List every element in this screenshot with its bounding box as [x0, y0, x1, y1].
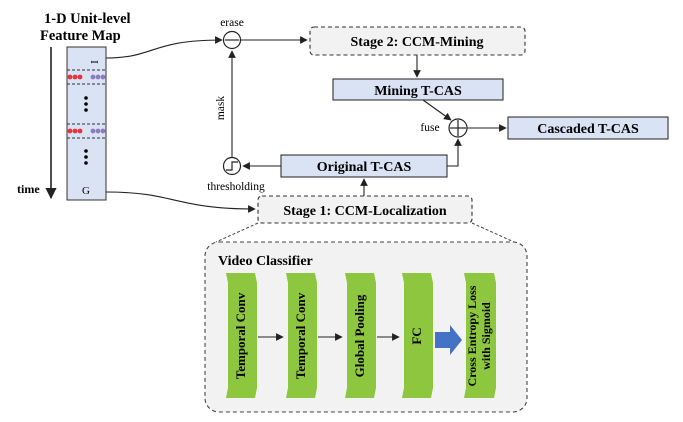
block-label-loss-line2: with Sigmoid	[479, 302, 493, 370]
feature-map	[66, 46, 107, 201]
time-label: time	[17, 182, 40, 196]
loss-block	[464, 273, 496, 398]
fuse-label: fuse	[420, 122, 439, 134]
temporal-conv-block-2	[286, 273, 317, 398]
ellipsis-dot	[84, 108, 88, 112]
curve-to-stage1	[105, 191, 256, 213]
block-label-temporal-conv-1: Temporal Conv	[233, 292, 248, 379]
block-label-global-pooling: Global Pooling	[352, 294, 367, 377]
mining-tcas-box	[332, 78, 504, 101]
erase-label: erase	[220, 17, 244, 29]
ellipsis-dot	[84, 161, 88, 165]
stage2-box	[309, 26, 526, 56]
stage1-box	[257, 195, 473, 224]
red-unit-dot	[77, 74, 83, 80]
arrow-original-to-fuse	[447, 138, 462, 167]
mask-label: mask	[215, 96, 227, 121]
cascaded-tcas-box	[507, 116, 669, 140]
purple-unit-dot	[100, 74, 106, 80]
red-unit-dot	[67, 74, 73, 80]
purple-unit-dot	[90, 128, 96, 134]
block-label-temporal-conv-2: Temporal Conv	[293, 292, 308, 379]
stage1-label: Stage 1: CCM-Localization	[283, 204, 447, 219]
purple-unit-dot	[95, 74, 101, 80]
ellipsis-dot	[84, 155, 88, 159]
red-unit-dot	[72, 74, 78, 80]
purple-unit-dot	[95, 128, 101, 134]
video-classifier-title: Video Classifier	[218, 254, 313, 269]
ellipsis-dot	[84, 96, 88, 100]
block-label-fc: FC	[409, 327, 424, 344]
ellipsis-dot	[84, 149, 88, 153]
red-unit-dot	[67, 128, 73, 134]
cascaded-tcas-label: Cascaded T-CAS	[537, 122, 639, 137]
blue-arrow-fc-to-loss	[435, 325, 462, 355]
thresholding-label: thresholding	[207, 181, 265, 193]
purple-unit-dot	[100, 128, 106, 134]
purple-unit-dot	[90, 74, 96, 80]
zoom-line-left	[215, 222, 259, 243]
ellipsis-dot	[84, 102, 88, 106]
block-label-loss-line1: Cross Entropy Loss	[465, 285, 479, 386]
temporal-conv-block-1	[226, 273, 257, 398]
stage2-label: Stage 2: CCM-Mining	[351, 35, 484, 50]
zoom-line-right	[471, 222, 515, 243]
mining-tcas-label: Mining T-CAS	[374, 84, 462, 99]
feature-map-top-label: I	[89, 60, 101, 64]
fc-block	[402, 273, 433, 398]
feature-map-bottom-label: G	[82, 185, 90, 197]
feature-map-title-line1: 1-D Unit-level	[44, 11, 131, 27]
global-pooling-block	[345, 273, 376, 398]
original-tcas-label: Original T-CAS	[317, 160, 412, 175]
arrow-mining-to-fuse	[422, 99, 452, 121]
feature-map-title-line2: Feature Map	[40, 28, 121, 44]
curve-to-erase	[105, 36, 223, 59]
red-unit-dot	[77, 128, 83, 134]
red-unit-dot	[72, 128, 78, 134]
